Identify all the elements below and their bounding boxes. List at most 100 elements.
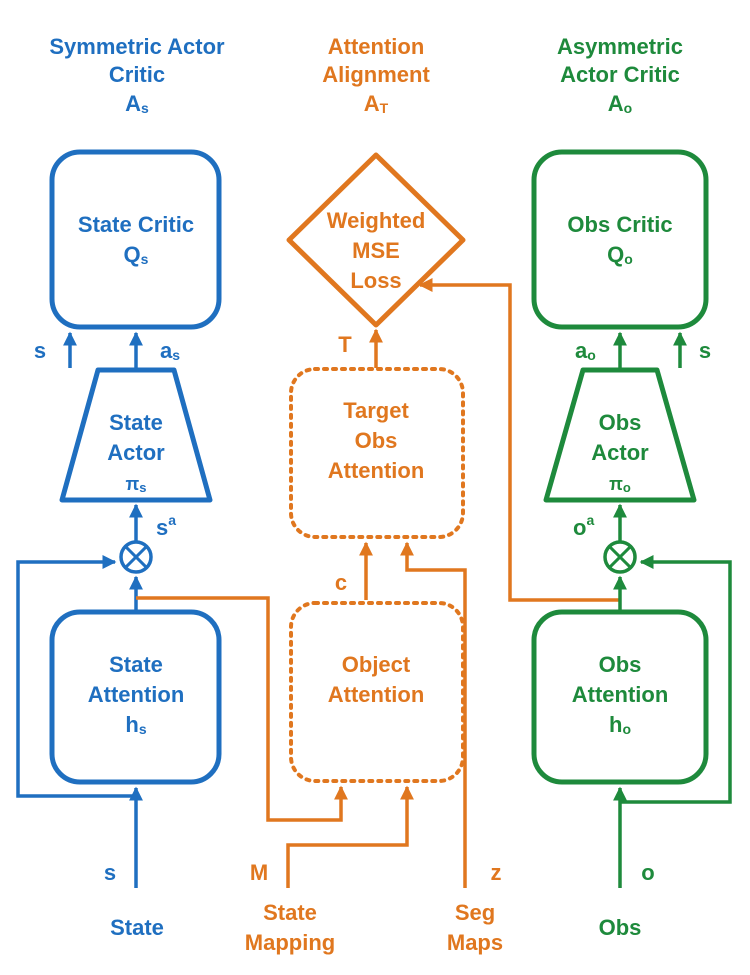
loss-line3: Loss [350, 268, 401, 293]
state-critic-sym: Q [124, 242, 141, 267]
state-actor-sym: π [125, 474, 139, 494]
signal-M: M [250, 860, 268, 885]
symmetric-title-line1: Symmetric Actor [49, 34, 225, 59]
attention-title-line2: Alignment [322, 62, 430, 87]
state-critic-label: State Critic [78, 212, 194, 237]
obs-critic-sym: Q [607, 242, 624, 267]
state-attention-symbol: hs [125, 712, 146, 737]
state-critic-sub: s [141, 251, 149, 267]
symmetric-symbol-main: A [125, 91, 141, 116]
state-attention-line1: State [109, 652, 163, 677]
attention-symbol-sub: T [380, 100, 389, 116]
state-critic-symbol: Qs [124, 242, 149, 267]
signal-s-left: s [34, 338, 46, 363]
state-actor-sub: s [139, 480, 146, 495]
signal-a-s-sub: s [172, 347, 180, 363]
obs-critic-label: Obs Critic [567, 212, 672, 237]
obs-actor-line1: Obs [599, 410, 642, 435]
state-critic-box [49, 149, 222, 330]
asymmetric-title: Asymmetric Actor Critic Ao [557, 34, 683, 116]
signal-z: z [491, 860, 502, 885]
obs-multiply-cross-2 [608, 545, 632, 569]
symmetric-symbol: As [125, 91, 149, 116]
obs-attention-sub: o [622, 721, 631, 737]
target-obs-attention-box [289, 367, 465, 539]
signal-a-s-main: a [160, 338, 173, 363]
asymmetric-title-line1: Asymmetric [557, 34, 683, 59]
state-actor-trapezoid [59, 367, 213, 503]
object-attention-line2: Attention [328, 682, 425, 707]
state-attention-to-object-attention-path [136, 596, 348, 822]
obs-attention-to-loss-path [418, 278, 620, 602]
obs-attention-line1: Obs [599, 652, 642, 677]
signal-a-s: as [160, 338, 180, 363]
symmetric-symbol-sub: s [141, 100, 149, 116]
symmetric-title-line2: Critic [109, 62, 165, 87]
state-actor-symbol: πs [125, 474, 146, 495]
obs-actor-symbol: πo [609, 474, 631, 495]
signal-s-a: sa [156, 512, 176, 540]
asymmetric-symbol: Ao [608, 91, 632, 116]
object-attention-box [289, 601, 465, 783]
input-seg-maps-line1: Seg [455, 900, 495, 925]
input-state-label: State [110, 915, 164, 940]
seg-maps-path-to-target [400, 541, 467, 888]
state-multiply-node [119, 540, 153, 574]
signal-o-a-main: o [573, 515, 586, 540]
state-multiply-cross-2 [124, 545, 148, 569]
signal-a-o-main: a [575, 338, 588, 363]
obs-critic-box [531, 149, 709, 330]
symmetric-title: Symmetric Actor Critic As [49, 34, 225, 116]
state-attention-line2: Attention [88, 682, 185, 707]
signal-s-input: s [104, 860, 116, 885]
signal-o-a: oa [573, 512, 594, 540]
state-attention-box [49, 609, 222, 785]
signal-c: c [335, 570, 347, 595]
state-attention-sub: s [139, 721, 147, 737]
obs-multiply-node [603, 540, 637, 574]
loss-line2: MSE [352, 238, 400, 263]
obs-attention-box [531, 609, 709, 785]
obs-attention-symbol: ho [609, 712, 631, 737]
obs-attention-line2: Attention [572, 682, 669, 707]
obs-critic-symbol: Qo [607, 242, 633, 267]
obs-actor-sub: o [623, 480, 631, 495]
loss-line1: Weighted [327, 208, 426, 233]
input-seg-maps-line2: Maps [447, 930, 503, 955]
weighted-mse-loss-diamond [286, 152, 466, 328]
object-attention-line1: Object [342, 652, 411, 677]
obs-skip-connection [620, 555, 732, 804]
attention-title: Attention Alignment AT [322, 34, 430, 116]
signal-a-o-sub: o [587, 347, 596, 363]
asymmetric-symbol-main: A [608, 91, 624, 116]
signal-s-right: s [699, 338, 711, 363]
obs-actor-line2: Actor [591, 440, 649, 465]
state-actor-line1: State [109, 410, 163, 435]
attention-title-line1: Attention [328, 34, 425, 59]
state-attention-sym: h [125, 712, 138, 737]
input-state-mapping-line1: State [263, 900, 317, 925]
signal-o-input: o [641, 860, 654, 885]
signal-T: T [338, 332, 352, 357]
attention-symbol-main: A [364, 91, 380, 116]
obs-actor-trapezoid [543, 367, 697, 503]
signal-o-a-sup: a [586, 512, 594, 528]
signal-a-o: ao [575, 338, 596, 363]
attention-symbol: AT [364, 91, 389, 116]
obs-critic-sub: o [624, 251, 633, 267]
target-attention-line3: Attention [328, 458, 425, 483]
signal-s-a-sup: a [168, 512, 176, 528]
asymmetric-title-line2: Actor Critic [560, 62, 680, 87]
obs-attention-sym: h [609, 712, 622, 737]
asymmetric-symbol-sub: o [624, 100, 633, 116]
signal-s-a-main: s [156, 515, 168, 540]
state-actor-line2: Actor [107, 440, 165, 465]
state-mapping-path-to-object [286, 785, 414, 888]
obs-actor-sym: π [609, 474, 623, 494]
input-state-mapping-line2: Mapping [245, 930, 335, 955]
target-attention-line2: Obs [355, 428, 398, 453]
target-attention-line1: Target [343, 398, 409, 423]
state-skip-connection [16, 555, 136, 798]
input-obs-label: Obs [599, 915, 642, 940]
